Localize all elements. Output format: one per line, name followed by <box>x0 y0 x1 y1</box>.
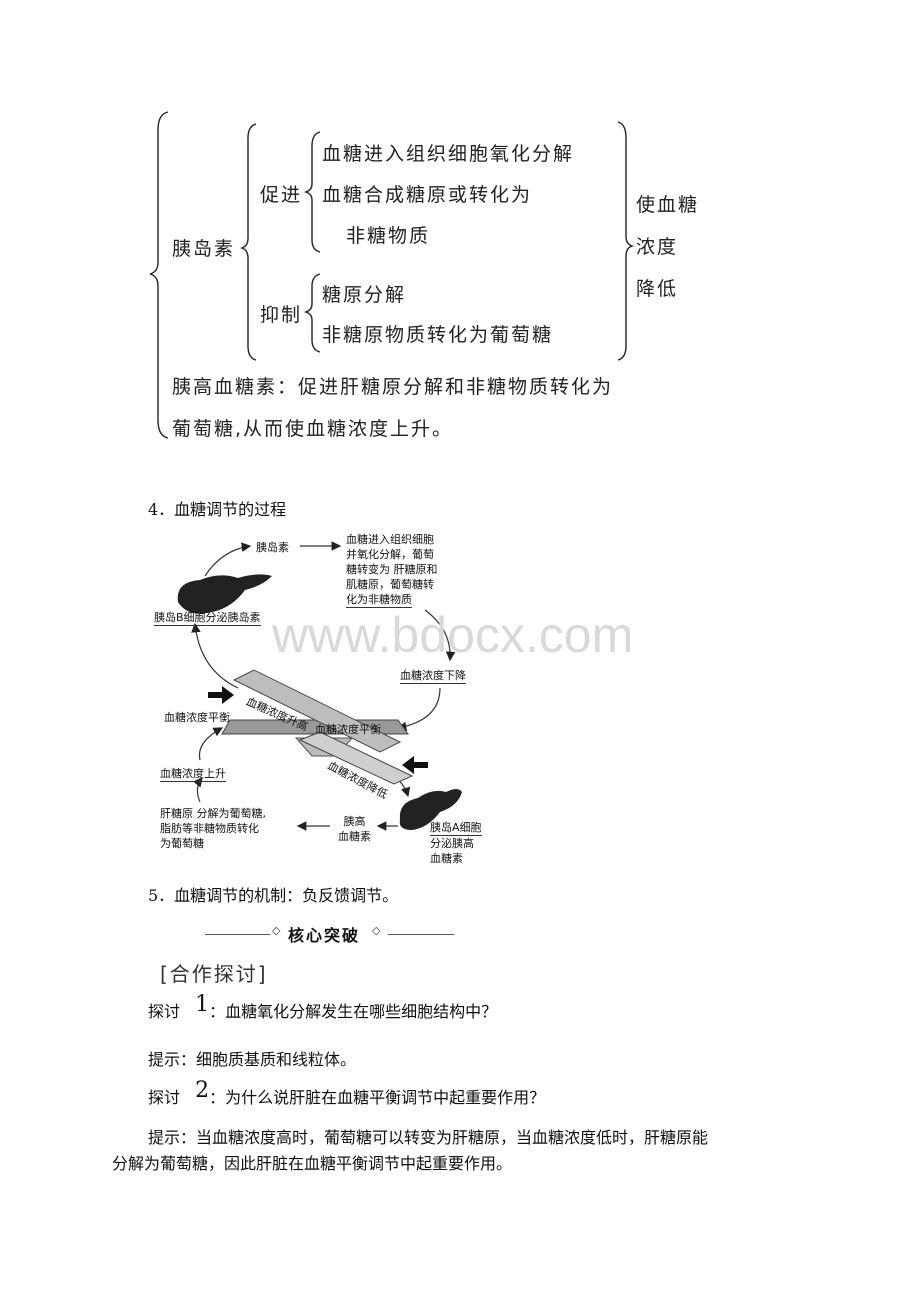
brace-lines <box>149 111 635 439</box>
alpha-cell-text: 胰岛A细胞 分泌胰高 血糖素 <box>430 821 482 865</box>
answer-2-line2: 分解为葡萄糖，因此肝脏在血糖平衡调节中起重要作用。 <box>112 1154 513 1173</box>
promote-label: 促进 <box>260 184 303 206</box>
effect-line: 使血糖 <box>636 194 700 216</box>
diagram-graphics <box>177 541 462 831</box>
answer-2-line1: 提示：当血糖浓度高时，葡萄糖可以转变为肝糖原，当血糖浓度低时，肝糖原能 <box>148 1128 709 1147</box>
liver-text: 肝糖原 分解为葡萄糖, 脂肪等非糖物质转化 为葡萄糖 <box>160 807 266 850</box>
increase-label: 血糖浓度上升 <box>160 767 226 782</box>
banner-rule-right <box>388 934 454 935</box>
section-5: 5．血糖调节的机制：负反馈调节。 <box>148 886 399 905</box>
question-2: 探讨 2：为什么说肝脏在血糖平衡调节中起重要作用？ <box>148 1078 546 1107</box>
inhibit-item: 糖原分解 <box>322 284 407 306</box>
glucagon-line: 葡萄糖,从而使血糖浓度上升。 <box>172 418 454 440</box>
inhibit-item: 非糖原物质转化为葡萄糖 <box>322 324 554 346</box>
question-1: 探讨 1：血糖氧化分解发生在哪些细胞结构中？ <box>148 992 498 1021</box>
balance-center-label: 血糖浓度平衡 <box>315 723 381 736</box>
arrow-right-icon <box>208 686 234 704</box>
promote-item: 非糖物质 <box>346 225 431 247</box>
inhibit-label: 抑制 <box>260 304 303 326</box>
watermark: www.bdocx.com <box>272 607 634 663</box>
decrease-label: 血糖浓度下降 <box>400 669 466 684</box>
promote-item: 血糖合成糖原或转化为 <box>322 184 533 206</box>
cooperate-heading: [合作探讨] <box>160 962 268 986</box>
glucagon-node: 胰高 血糖素 <box>338 815 371 843</box>
effect-line: 降低 <box>636 278 679 300</box>
insulin-node: 胰岛素 <box>256 541 289 554</box>
arrow-left-icon <box>402 756 428 774</box>
section-heading: 4．血糖调节的过程 <box>148 500 287 519</box>
balance-left-label: 血糖浓度平衡 <box>164 711 230 724</box>
banner-rule-left <box>205 934 270 935</box>
insulin-effect-text: 血糖进入组织细胞 并氧化分解，葡萄 糖转变为 肝糖原和 肌糖原，葡萄糖转 化为非… <box>346 533 438 608</box>
effect-line: 浓度 <box>636 236 679 258</box>
promote-item: 血糖进入组织细胞氧化分解 <box>322 143 575 165</box>
pancreas-top-icon <box>177 574 272 614</box>
insulin-label: 胰岛素 <box>172 238 236 260</box>
diamond-left-icon: ◇ <box>272 924 281 937</box>
core-banner-title: 核心突破 <box>288 926 361 945</box>
diamond-right-icon: ◇ <box>372 924 381 937</box>
pancreas-bottom-icon <box>399 789 462 830</box>
beta-cell-label: 胰岛B细胞分泌胰岛素 <box>154 611 261 626</box>
glucagon-line: 胰高血糖素：促进肝糖原分解和非糖物质转化为 <box>172 376 614 398</box>
answer-1: 提示：细胞质基质和线粒体。 <box>148 1050 357 1069</box>
